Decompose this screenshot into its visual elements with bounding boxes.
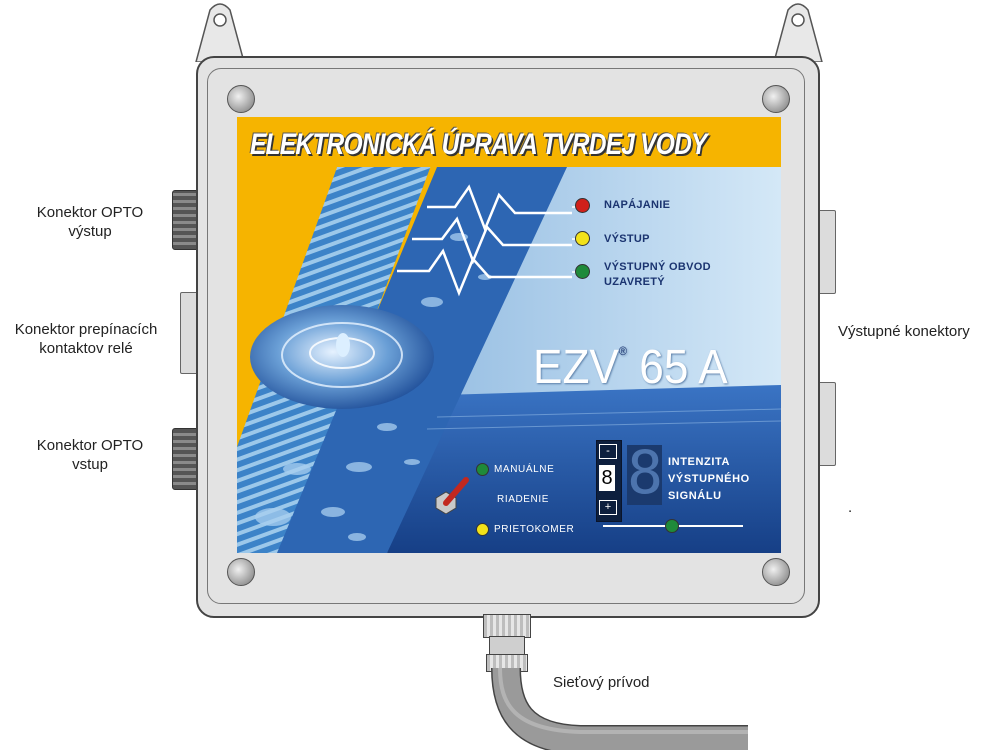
intensity-value: 8 — [599, 465, 615, 491]
mounting-bracket-left — [195, 3, 245, 62]
relay-connector-label: Konektor prepínacích kontaktov relé — [0, 320, 172, 358]
seven-segment-digit: 8 — [627, 438, 664, 508]
intensity-label-line3: SIGNÁLU — [668, 490, 722, 502]
stray-dot: . — [848, 499, 853, 516]
opto-output-label-line1: Konektor OPTO — [36, 204, 144, 221]
power-indicator-label: NAPÁJANIE — [604, 199, 671, 211]
power-indicator-led — [575, 198, 590, 213]
mounting-bracket-right — [773, 3, 823, 62]
registered-mark: ® — [618, 344, 628, 358]
intensity-plus-button[interactable]: + — [599, 500, 617, 515]
model-name: EZV® 65 A — [533, 340, 728, 395]
cable-gland-cap — [486, 654, 528, 672]
seven-segment-display — [627, 445, 662, 505]
manual-mode-label: MANUÁLNE — [494, 464, 555, 475]
banner-title: ELEKTRONICKÁ ÚPRAVA TVRDEJ VODY — [250, 128, 707, 161]
manual-mode-led — [476, 463, 489, 476]
cable-gland-body — [489, 636, 525, 656]
front-panel — [237, 117, 781, 553]
output-connector-bottom — [818, 382, 836, 466]
flowmeter-mode-led — [476, 523, 489, 536]
intensity-label-line2: VÝSTUPNÉHO — [668, 473, 750, 485]
flowmeter-mode-label: PRIETOKOMER — [494, 524, 575, 535]
relay-connector-label-line1: Konektor prepínacích — [14, 321, 158, 338]
intensity-label-line1: INTENZITA — [668, 456, 731, 468]
model-suffix: 65 A — [639, 341, 728, 394]
opto-output-label: Konektor OPTO výstup — [20, 203, 160, 241]
model-prefix: EZV — [533, 341, 619, 394]
opto-input-label-line1: Konektor OPTO — [36, 437, 144, 454]
opto-input-label: Konektor OPTO vstup — [20, 436, 160, 474]
circuit-closed-label-line2: UZAVRETÝ — [604, 276, 665, 288]
intensity-minus-button[interactable]: - — [599, 444, 617, 459]
output-indicator-led — [575, 231, 590, 246]
mode-toggle-switch[interactable] — [430, 474, 474, 514]
control-mode-label: RIADENIE — [497, 494, 550, 505]
screw-top-left — [227, 85, 255, 113]
power-cable-label: Sieťový prívod — [553, 674, 650, 691]
screw-bottom-left — [227, 558, 255, 586]
output-indicator-label: VÝSTUP — [604, 233, 650, 245]
opto-output-connector — [172, 190, 200, 250]
opto-input-connector — [172, 428, 200, 490]
cable-gland-nut — [483, 614, 531, 638]
screw-bottom-right — [762, 558, 790, 586]
circuit-closed-label-line1: VÝSTUPNÝ OBVOD — [604, 261, 711, 273]
opto-output-label-line2: výstup — [68, 223, 112, 240]
housing-inner-frame — [207, 68, 805, 604]
relay-connector-label-line2: kontaktov relé — [39, 340, 133, 357]
intensity-slider-knob[interactable] — [665, 519, 679, 533]
output-connector-top — [818, 210, 836, 294]
screw-top-right — [762, 85, 790, 113]
opto-input-label-line2: vstup — [72, 456, 108, 473]
intensity-label: INTENZITA VÝSTUPNÉHO SIGNÁLU — [668, 454, 750, 505]
circuit-closed-indicator-led — [575, 264, 590, 279]
output-connectors-label: Výstupné konektory — [838, 323, 970, 340]
power-cable — [491, 668, 748, 750]
